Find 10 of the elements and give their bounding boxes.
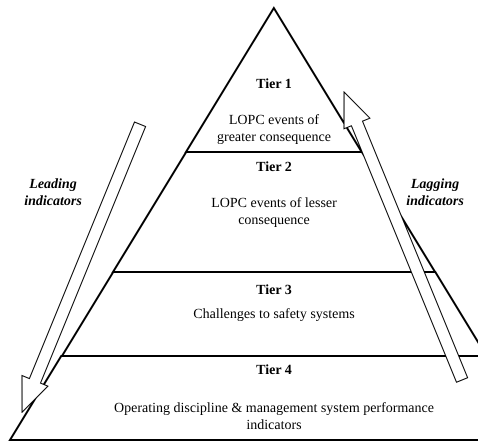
indicator-label: Leading indicators bbox=[23, 176, 83, 210]
tier-heading: Tier 2 bbox=[255, 159, 293, 176]
tier-heading: Tier 3 bbox=[255, 282, 293, 299]
tier-description: LOPC events of greater consequence bbox=[216, 112, 332, 146]
tier-description: Operating discipline & management system performance indicators bbox=[113, 400, 435, 434]
indicator-label: Lagging indicators bbox=[405, 176, 465, 210]
tier-heading: Tier 1 bbox=[255, 76, 293, 93]
tier-description: Challenges to safety systems bbox=[192, 306, 356, 323]
tier-description: LOPC events of lesser consequence bbox=[210, 195, 338, 229]
tier-heading: Tier 4 bbox=[255, 362, 293, 379]
